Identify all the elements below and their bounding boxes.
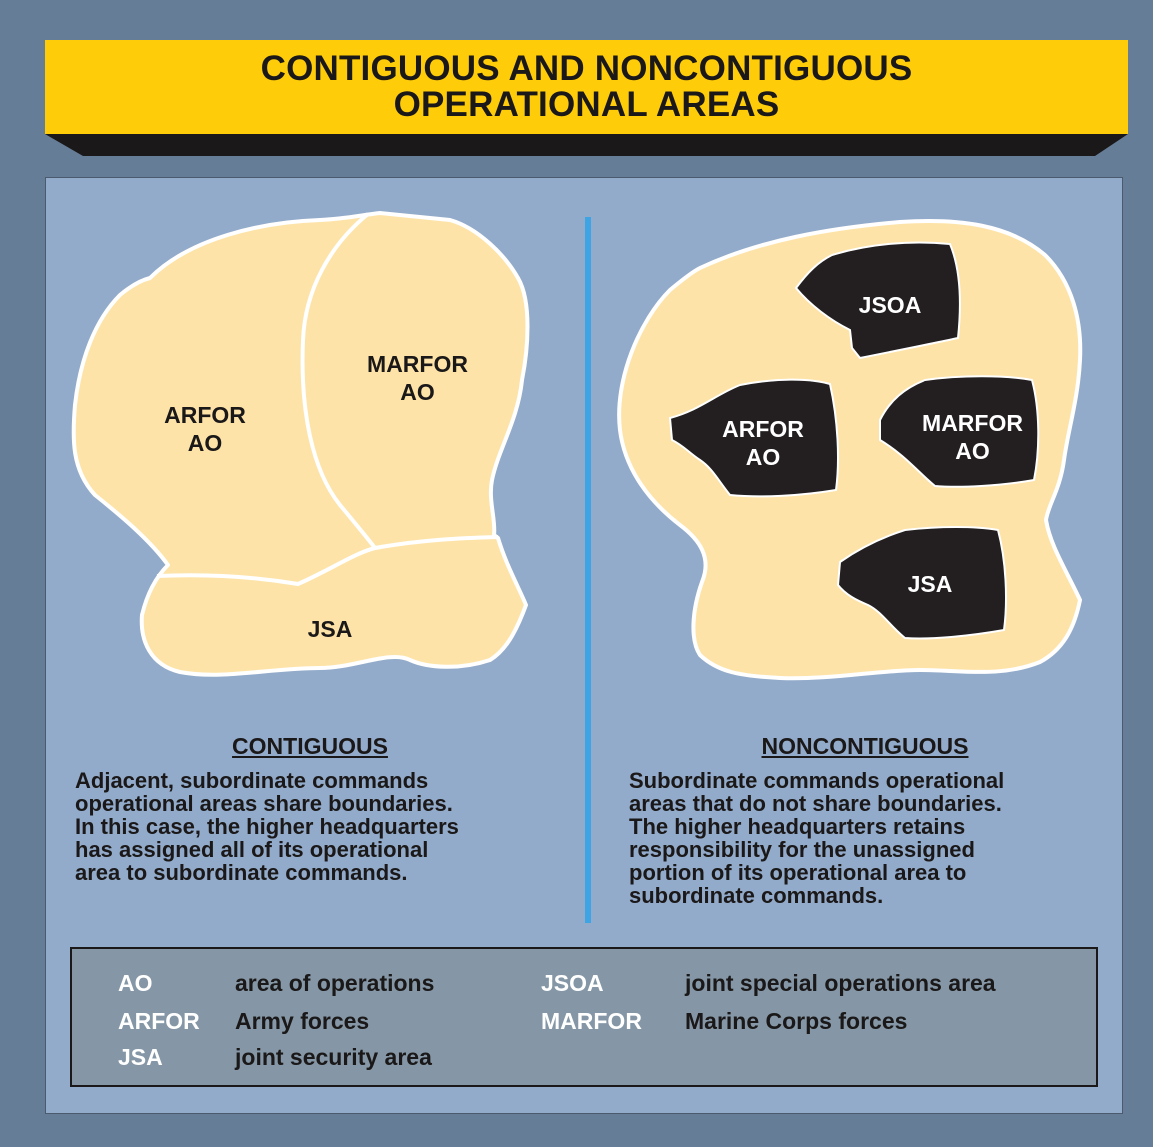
legend-abbr: JSA — [118, 1044, 163, 1070]
legend-definition: joint security area — [235, 1044, 432, 1070]
noncontiguous-marfor-label: MARFOR AO — [922, 410, 1023, 464]
noncontiguous-arfor-label: ARFOR AO — [722, 416, 804, 470]
legend-definition: area of operations — [235, 970, 435, 996]
legend-abbr: AO — [118, 970, 153, 996]
noncontiguous-jsoa-label: JSOA — [858, 292, 922, 318]
legend-abbr: ARFOR — [118, 1008, 200, 1034]
noncontiguous-heading: NONCONTIGUOUS — [761, 733, 969, 759]
noncontiguous-description: Subordinate commands operational areas t… — [629, 768, 1005, 908]
title-banner: CONTIGUOUS AND NONCONTIGUOUS OPERATIONAL… — [45, 40, 1128, 134]
contiguous-marfor-label: MARFOR AO — [367, 351, 468, 405]
column-divider — [585, 217, 591, 923]
jsa-boundary — [156, 535, 499, 587]
jsoa-area — [794, 241, 961, 360]
legend-definition: joint special operations area — [685, 970, 996, 996]
title-banner-shadow — [45, 134, 1128, 156]
contiguous-jsa-label: JSA — [307, 616, 353, 642]
title-line-1: CONTIGUOUS AND NONCONTIGUOUS — [260, 49, 913, 88]
title-line-2: OPERATIONAL AREAS — [393, 85, 780, 124]
jsa-area — [836, 526, 1007, 640]
legend-definition: Marine Corps forces — [685, 1008, 908, 1034]
legend-definition: Army forces — [235, 1008, 370, 1034]
legend-abbr: JSOA — [541, 970, 604, 996]
marfor-ao-area — [879, 375, 1040, 488]
legend-abbr: MARFOR — [541, 1008, 642, 1034]
arfor-marfor-boundary — [300, 212, 377, 550]
contiguous-description: Adjacent, subordinate commands operation… — [75, 768, 459, 885]
contiguous-arfor-label: ARFOR AO — [164, 402, 246, 456]
contiguous-operational-area — [71, 211, 530, 677]
noncontiguous-jsa-label: JSA — [907, 571, 953, 597]
contiguous-heading: CONTIGUOUS — [232, 733, 388, 759]
legend-box — [70, 947, 1098, 1087]
arfor-ao-area — [668, 378, 839, 498]
